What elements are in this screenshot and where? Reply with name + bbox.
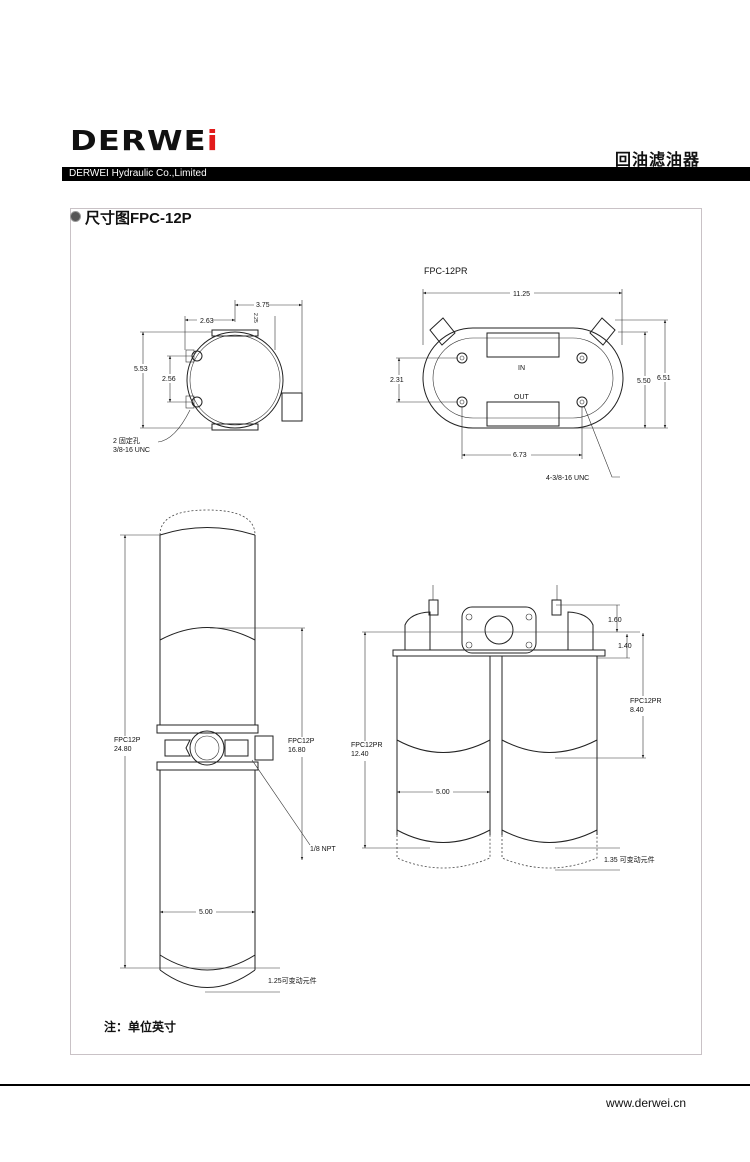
unit-note: 注：单位英寸 [104, 1020, 177, 1034]
company-name: DERWEI Hydraulic Co.,Limited [69, 168, 207, 179]
derwei-logo: DERWEi [70, 124, 219, 157]
side-view-fpc12p: 5.00 FPC12P 24.80 FPC12P 16.80 1/8 NPT 1… [112, 509, 336, 993]
dim-2-25: 2.25 [252, 313, 258, 323]
variable-length-note-pr: 1.35 可变动元件 [604, 855, 655, 864]
dim-total-model-pr: FPC12PR [351, 742, 383, 749]
side-view-fpc12pr: 1.60 1.40 5.00 FPC12PR 12.40 FPC12PR 8.4… [350, 585, 662, 871]
dim-5-50: 5.50 [637, 378, 651, 385]
port-in-label: IN [518, 365, 525, 372]
hole-note-fpc12pr: 4-3/8-16 UNC [546, 475, 589, 482]
dim-11-25: 11.25 [513, 291, 530, 298]
dim-24-80: 24.80 [114, 746, 132, 753]
dim-width-5-00-pr: 5.00 [436, 789, 450, 796]
dim-2-63: 2.63 [200, 318, 214, 325]
dim-2-31: 2.31 [390, 377, 404, 384]
dim-upper-model: FPC12P [288, 738, 315, 745]
dim-lower-model-pr: FPC12PR [630, 698, 662, 705]
section-title: 尺寸图FPC-12P [70, 207, 192, 228]
company-bar: DERWEI Hydraulic Co.,Limited [62, 167, 750, 181]
dim-8-40: 8.40 [630, 707, 644, 714]
dim-16-80: 16.80 [288, 747, 306, 754]
dim-3-75: 3.75 [256, 302, 270, 309]
dim-1-60: 1.60 [608, 617, 622, 624]
mount-hole-note: 2 固定孔 [113, 436, 140, 445]
top-view-fpc12pr: FPC-12PR IN OUT 11.25 2.31 5.50 6.51 6. [389, 266, 674, 482]
section-title-text: 尺寸图FPC-12P [85, 210, 192, 227]
dim-12-40: 12.40 [351, 751, 369, 758]
website-url: www.derwei.cn [606, 1096, 687, 1110]
port-1-8-npt: 1/8 NPT [310, 846, 336, 853]
product-category-title: 回油滤油器 [615, 152, 701, 169]
drawing-frame [70, 208, 702, 1055]
dim-1-40: 1.40 [618, 643, 632, 650]
footer-rule [0, 1084, 750, 1086]
dim-total-model: FPC12P [114, 737, 141, 744]
port-out-label: OUT [514, 394, 530, 401]
variable-length-note: 1.25可变动元件 [268, 976, 317, 985]
mount-hole-thread: 3/8-16 UNC [113, 447, 150, 454]
view-title-fpc12pr: FPC-12PR [424, 266, 468, 276]
dim-width-5-00: 5.00 [199, 909, 213, 916]
dim-6-73: 6.73 [513, 452, 527, 459]
top-view-fpc12p: 3.75 2.63 2.25 5.53 2.56 2 固定孔 3/8-16 UN… [113, 300, 303, 454]
dim-6-51: 6.51 [657, 375, 671, 382]
dim-2-56: 2.56 [162, 376, 176, 383]
dim-5-53: 5.53 [134, 366, 148, 373]
bullet-icon [70, 211, 81, 222]
